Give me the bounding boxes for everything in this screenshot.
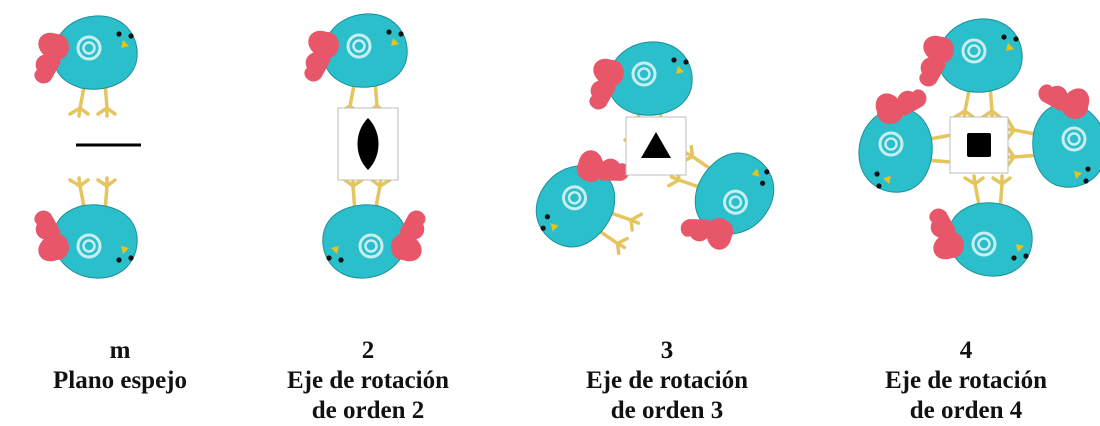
symbol-label: 4 [959,337,973,364]
symbol-label: 3 [660,337,674,364]
bird-icon [302,12,409,116]
triangle-icon [641,132,671,158]
bird-mirrored-icon [32,176,139,280]
panel-rot2 [302,12,428,280]
bird-icon [32,14,139,118]
bird-rotated-icon [1004,82,1100,189]
caption-mirror: m Plano espejo [0,336,240,396]
caption-rot2: 2 Eje de rotación de orden 2 [248,336,488,426]
caption-line1: Plano espejo [52,367,188,394]
symbol-label: 2 [361,337,375,364]
lens-icon [357,118,379,170]
caption-line1: Eje de rotación [286,367,449,394]
panel-rot3 [520,40,790,276]
caption-rot3: 3 Eje de rotación de orden 3 [547,336,787,426]
symmetry-diagram [32,12,1100,280]
panel-rot4 [857,17,1100,278]
caption-line1: Eje de rotación [884,367,1047,394]
bird-icon [917,17,1024,121]
caption-line2: de orden 3 [610,397,724,424]
bird-rotated-icon [927,174,1034,278]
symbol-label: m [109,337,131,364]
panel-mirror [32,14,141,280]
caption-line2: de orden 4 [909,397,1023,424]
caption-rot4: 4 Eje de rotación de orden 4 [846,336,1086,426]
bird-rotated-icon [321,176,428,280]
caption-line2: de orden 2 [311,397,425,424]
bird-rotated-icon [857,87,961,194]
caption-line1: Eje de rotación [585,367,748,394]
square-icon [967,133,991,157]
